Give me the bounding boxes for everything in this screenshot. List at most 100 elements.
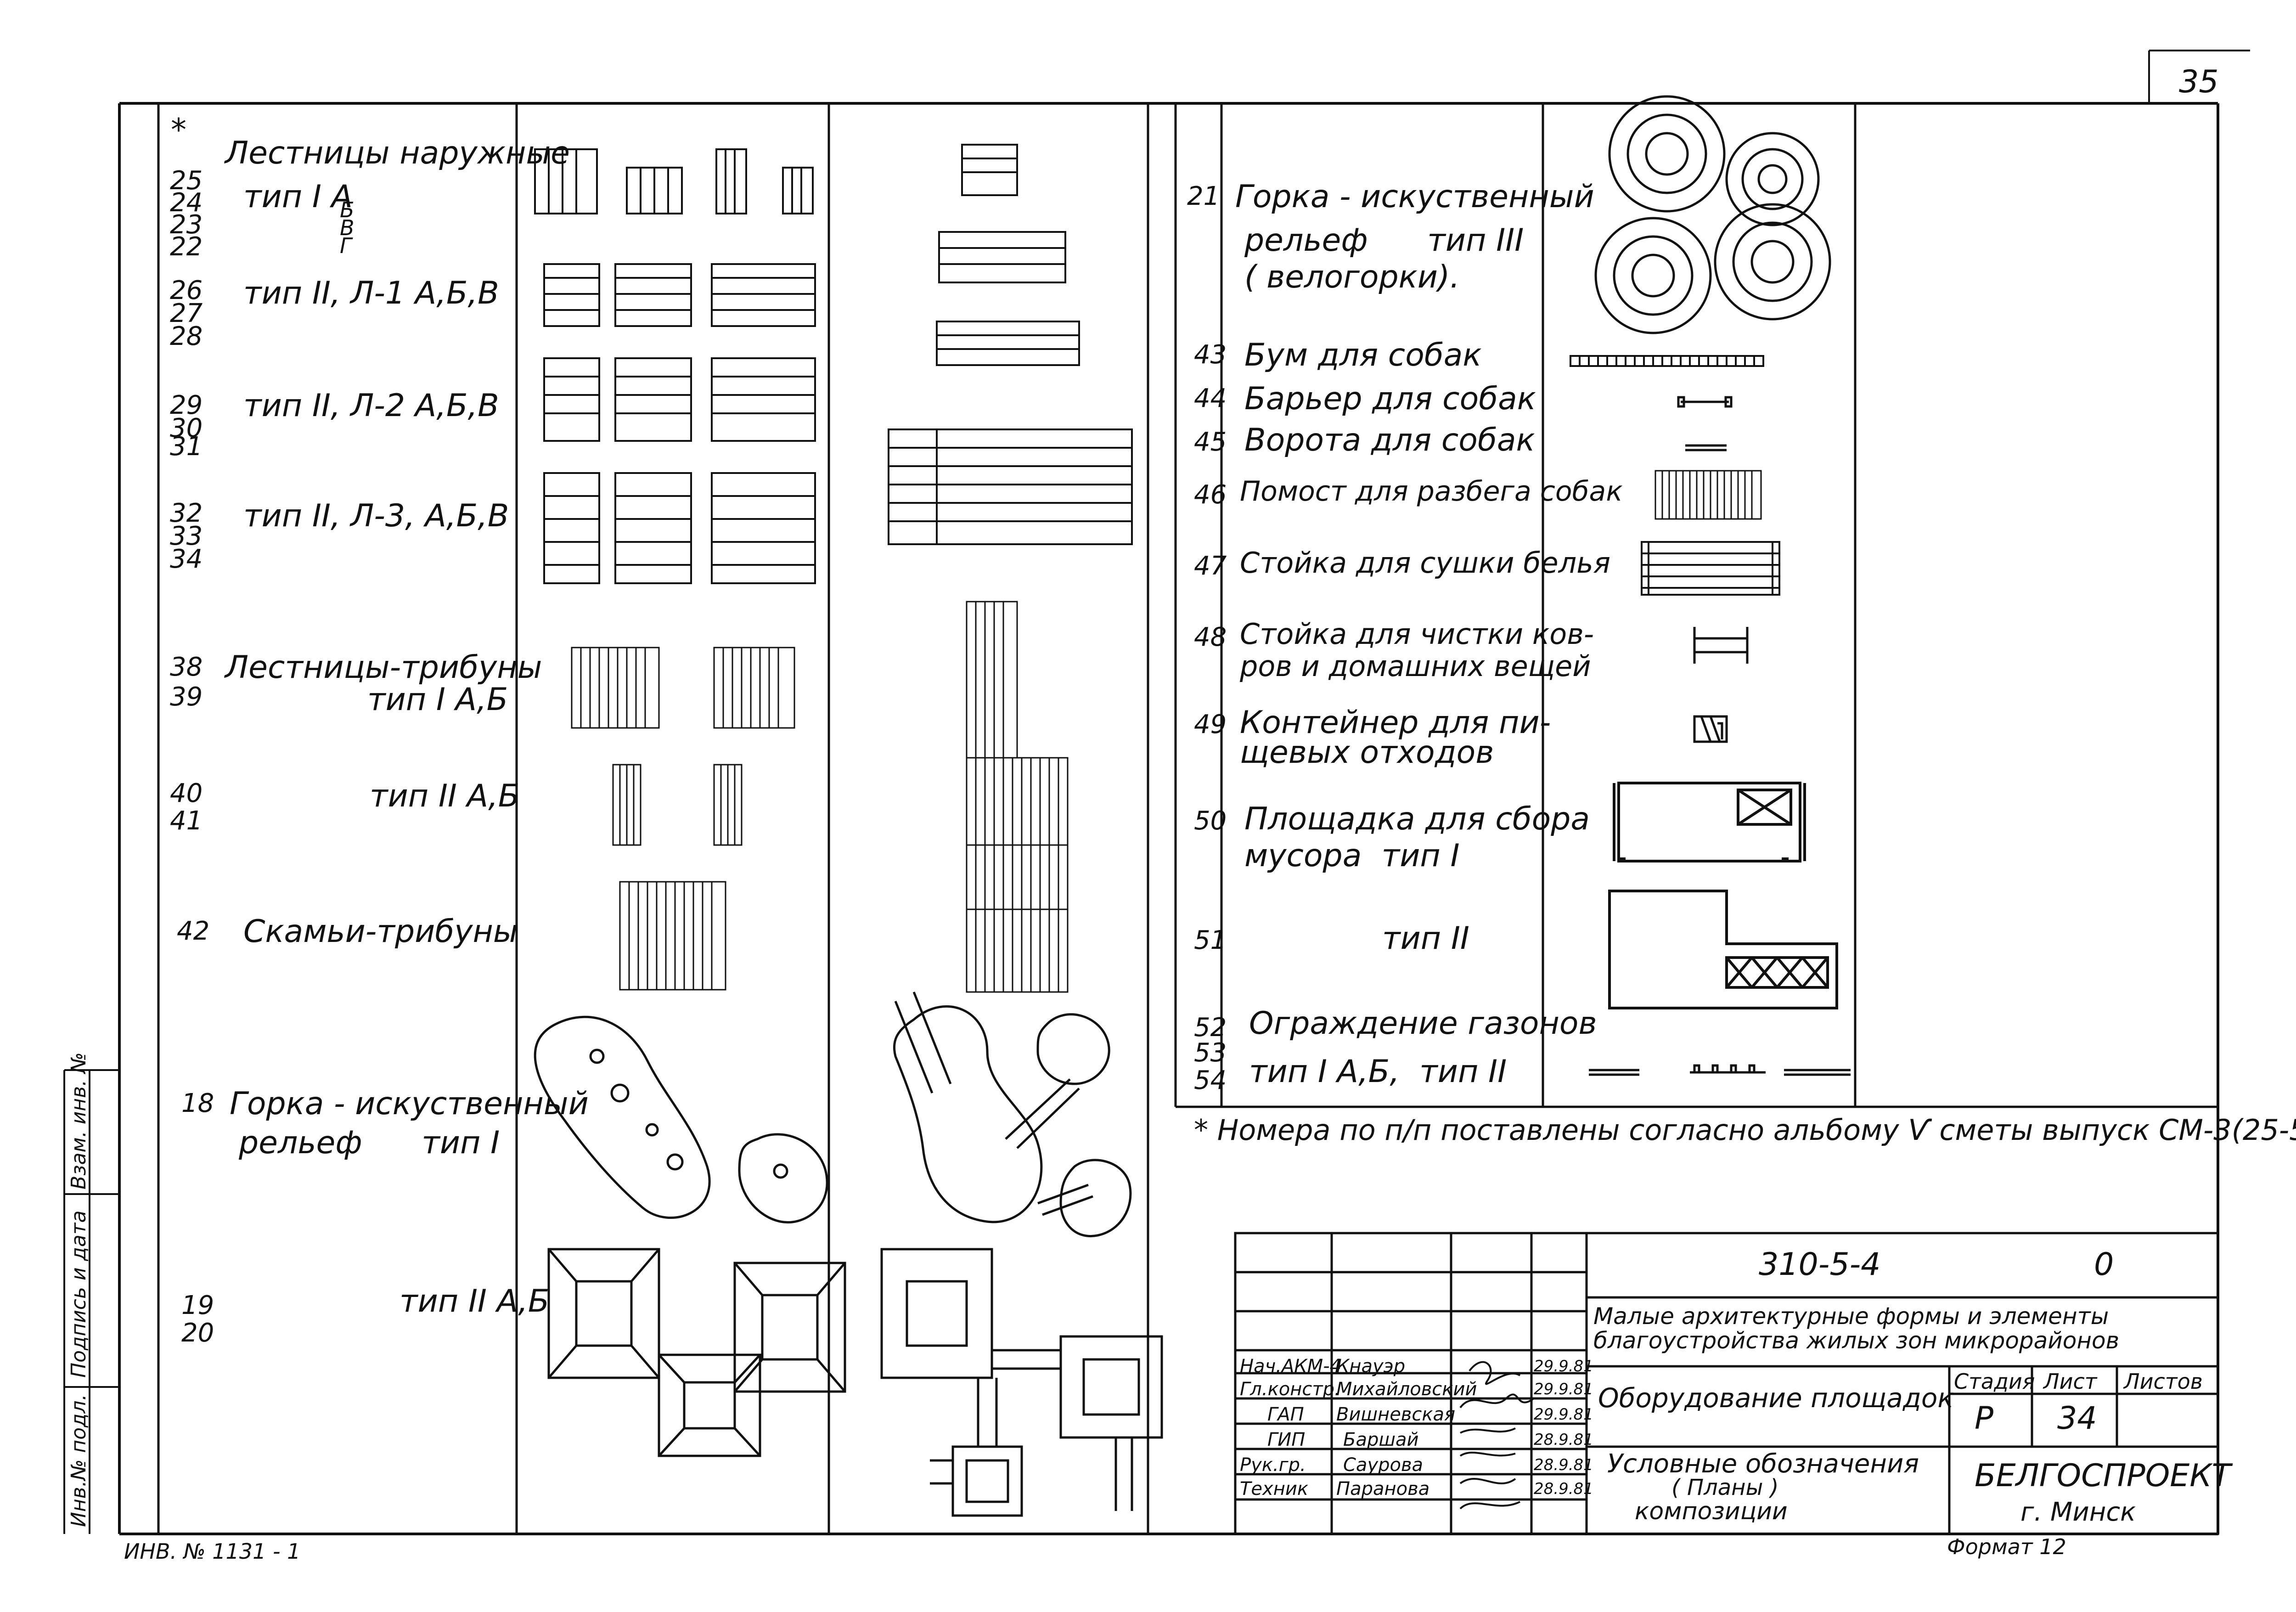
- row-number: 28: [170, 321, 203, 351]
- row-line: Площадка для сбора: [1244, 801, 1590, 837]
- row-line: мусора тип I: [1244, 838, 1460, 874]
- organization: БЕЛГОСПРОЕКТ: [1975, 1458, 2231, 1494]
- row-number: 27: [170, 299, 203, 328]
- row-number: 32: [170, 498, 203, 528]
- row-number: 31: [170, 432, 203, 462]
- city: г. Минск: [2020, 1497, 2136, 1527]
- row-line: Стойка для сушки белья: [1240, 546, 1611, 580]
- lawn-fence-symbols: [1589, 1064, 1851, 1076]
- side-stamp-frame: [63, 1069, 119, 1534]
- dog-beam-symbol: [1570, 355, 1764, 367]
- row-number: 24: [170, 188, 203, 218]
- staff-name: Баршай: [1343, 1429, 1419, 1450]
- row-number: 42: [177, 916, 210, 946]
- drawing-title-1: Условные обозначения: [1607, 1449, 1919, 1479]
- left-table-grid: [157, 103, 1149, 1534]
- star-header: *: [171, 112, 186, 148]
- row-label: тип II, Л-1 А,Б,В: [243, 275, 499, 311]
- footnote: * Номера по п/п поставлены согласно альб…: [1194, 1113, 2296, 1147]
- row-line: ров и домашних вещей: [1240, 649, 1591, 683]
- staff-name: Саурова: [1343, 1454, 1424, 1476]
- format-label: Формат 12: [1947, 1534, 2066, 1559]
- project-title: Малые архитектурные формы и элементы бла…: [1593, 1303, 2120, 1354]
- side-stamp-signature-date: Подпись и дата: [67, 1210, 90, 1378]
- row-number: 49: [1194, 710, 1227, 739]
- row-line: Помост для разбега собак: [1240, 475, 1623, 507]
- row-line: рельеф тип III: [1244, 222, 1524, 259]
- dog-barrier-symbol: [1677, 396, 1733, 408]
- waste-area-type1-symbol: [1613, 782, 1806, 862]
- stairs-type2-l1-symbols: [543, 263, 816, 327]
- row-sub: рельеф тип I: [239, 1125, 500, 1161]
- row-sub-letters: Б В Г: [340, 197, 355, 259]
- row-number: 43: [1194, 340, 1227, 370]
- stairs-type1-plan-symbols: [936, 144, 1080, 366]
- relief-type1-plan-symbol: [893, 992, 1132, 1237]
- row-sub: тип I А: [243, 179, 353, 215]
- section-title: Оборудование площадок: [1598, 1382, 1954, 1414]
- row-label: тип II, Л-2 А,Б,В: [243, 388, 499, 424]
- row-number: 47: [1194, 551, 1227, 581]
- row-number: 29: [170, 390, 203, 420]
- row-sub: тип I А,Б: [367, 682, 508, 718]
- row-label: тип II, Л-3, А,Б,В: [243, 498, 509, 534]
- row-line: щевых отходов: [1240, 734, 1494, 771]
- row-number: 38: [170, 652, 203, 682]
- dog-gate-symbol: [1685, 444, 1727, 451]
- sheet-value: 34: [2057, 1400, 2097, 1437]
- dog-platform-symbol: [1654, 470, 1762, 520]
- page-number-box: [2148, 50, 2250, 103]
- row-number: 45: [1194, 427, 1227, 457]
- row-line: Ворота для собак: [1244, 422, 1535, 458]
- row-line: тип I А,Б, тип II: [1249, 1054, 1507, 1090]
- staff-date: 28.9.81: [1534, 1480, 1593, 1498]
- staff-date: 28.9.81: [1534, 1456, 1593, 1474]
- sheet-code: 0: [2094, 1246, 2114, 1283]
- row-label: Лестницы-трибуны: [225, 649, 542, 686]
- stairs-type2-l2-symbols: [543, 357, 816, 442]
- row-number: 22: [170, 232, 203, 262]
- row-number: 39: [170, 682, 203, 712]
- row-number: 20: [181, 1318, 214, 1348]
- row-label: Скамьи-трибуны: [243, 913, 518, 950]
- staff-name: Вишневская: [1336, 1404, 1456, 1425]
- row-number: 26: [170, 276, 203, 305]
- row-line: Контейнер для пи-: [1240, 705, 1551, 741]
- staff-name: Михайловский: [1336, 1379, 1477, 1400]
- row-number: 52: [1194, 1013, 1227, 1043]
- stage-value: Р: [1975, 1400, 1994, 1437]
- relief-type2-symbol: [547, 1248, 846, 1457]
- stairs-type1-symbols: [534, 148, 814, 214]
- relief-type2-plan-symbol: [880, 1248, 1163, 1517]
- carpet-stand-symbol: [1693, 627, 1749, 664]
- staff-date: 29.9.81: [1534, 1380, 1593, 1398]
- drawing-title-2: ( Планы ): [1671, 1475, 1779, 1500]
- sheets-header: Листов: [2124, 1369, 2203, 1394]
- staff-name: Кнауэр: [1336, 1356, 1406, 1377]
- signatures: [1459, 1361, 1535, 1510]
- food-waste-container-symbol: [1693, 715, 1728, 743]
- stage-header: Стадия: [1954, 1369, 2035, 1394]
- relief-type1-symbol: [534, 1015, 828, 1223]
- staff-role: ГИП: [1267, 1429, 1306, 1450]
- row-number: 51: [1194, 925, 1227, 955]
- side-stamp-replaces-inv: Взам. инв. №: [67, 1052, 90, 1189]
- row-number: 50: [1194, 806, 1227, 836]
- drawing-title-3: композиции: [1635, 1498, 1788, 1525]
- row-line: Барьер для собак: [1244, 381, 1536, 417]
- laundry-stand-symbol: [1641, 541, 1780, 596]
- doc-code: 310-5-4: [1759, 1246, 1881, 1283]
- staff-role: Гл.констр.: [1240, 1379, 1340, 1400]
- staff-role: Нач.АКМ-4: [1240, 1356, 1342, 1377]
- row-number: 19: [181, 1291, 214, 1320]
- staff-date: 29.9.81: [1534, 1405, 1593, 1424]
- row-number: 23: [170, 210, 203, 240]
- tribune-stairs-symbols: [571, 647, 795, 991]
- row-line: ( велогорки).: [1244, 259, 1460, 295]
- row-number: 25: [170, 166, 203, 196]
- staff-role: Техник: [1240, 1478, 1309, 1499]
- row-number: 54: [1194, 1065, 1227, 1095]
- stairs-type2-l3-symbols: [543, 472, 816, 584]
- waste-area-type2-symbol: [1608, 890, 1838, 1009]
